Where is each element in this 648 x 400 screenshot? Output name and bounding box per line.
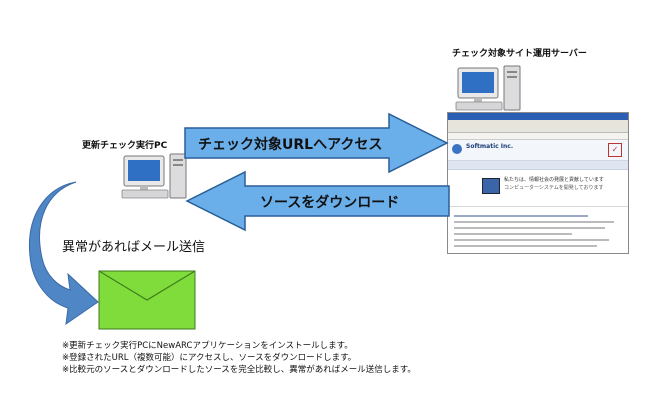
note-line-3: ※比較元のソースとダウンロードしたソースを完全比較し、異常があればメール送信しま… [62,365,416,375]
site-header: Softmatic Inc. ✓ [448,140,628,161]
browser-window: Softmatic Inc. ✓ 私たちは、情報社会の発展と貢献しています コン… [447,112,629,254]
download-arrow-shape [185,170,450,232]
access-arrow-shape [184,112,449,174]
curved-arrow-shape [28,181,99,326]
server-computer-icon [455,65,521,111]
client-computer-icon [121,153,187,199]
envelope-icon [98,270,196,330]
download-arrow-label: ソースをダウンロード [260,195,400,211]
server-label: チェック対象サイト運用サーバー [452,49,587,59]
hero-image-icon [482,178,500,194]
access-arrow [184,112,449,174]
notes-block: ※更新チェック実行PCにNewARCアプリケーションをインストールします。 ※登… [62,340,416,376]
curved-arrow [28,181,99,326]
hero-headline: 私たちは、情報社会の発展と貢献しています [504,177,604,183]
note-line-1: ※更新チェック実行PCにNewARCアプリケーションをインストールします。 [62,341,353,351]
site-logo-icon [452,144,462,154]
download-arrow [185,170,450,232]
client-label: 更新チェック実行PC [82,141,168,151]
browser-toolbar [448,120,628,133]
note-line-2: ※登録されたURL（複数可能）にアクセスし、ソースをダウンロードします。 [62,353,357,363]
browser-address-bar [448,133,628,140]
site-nav [448,161,628,170]
access-arrow-label: チェック対象URLへアクセス [198,137,383,153]
site-body-text [448,207,628,253]
check-badge-icon: ✓ [608,143,622,157]
site-name: Softmatic Inc. [466,143,514,150]
site-hero: 私たちは、情報社会の発展と貢献しています コンピューターシステムを開発しておりま… [448,170,628,207]
mail-label: 異常があればメール送信 [62,240,206,255]
hero-subheadline: コンピューターシステムを開発しております [504,185,604,191]
browser-titlebar [448,113,628,120]
